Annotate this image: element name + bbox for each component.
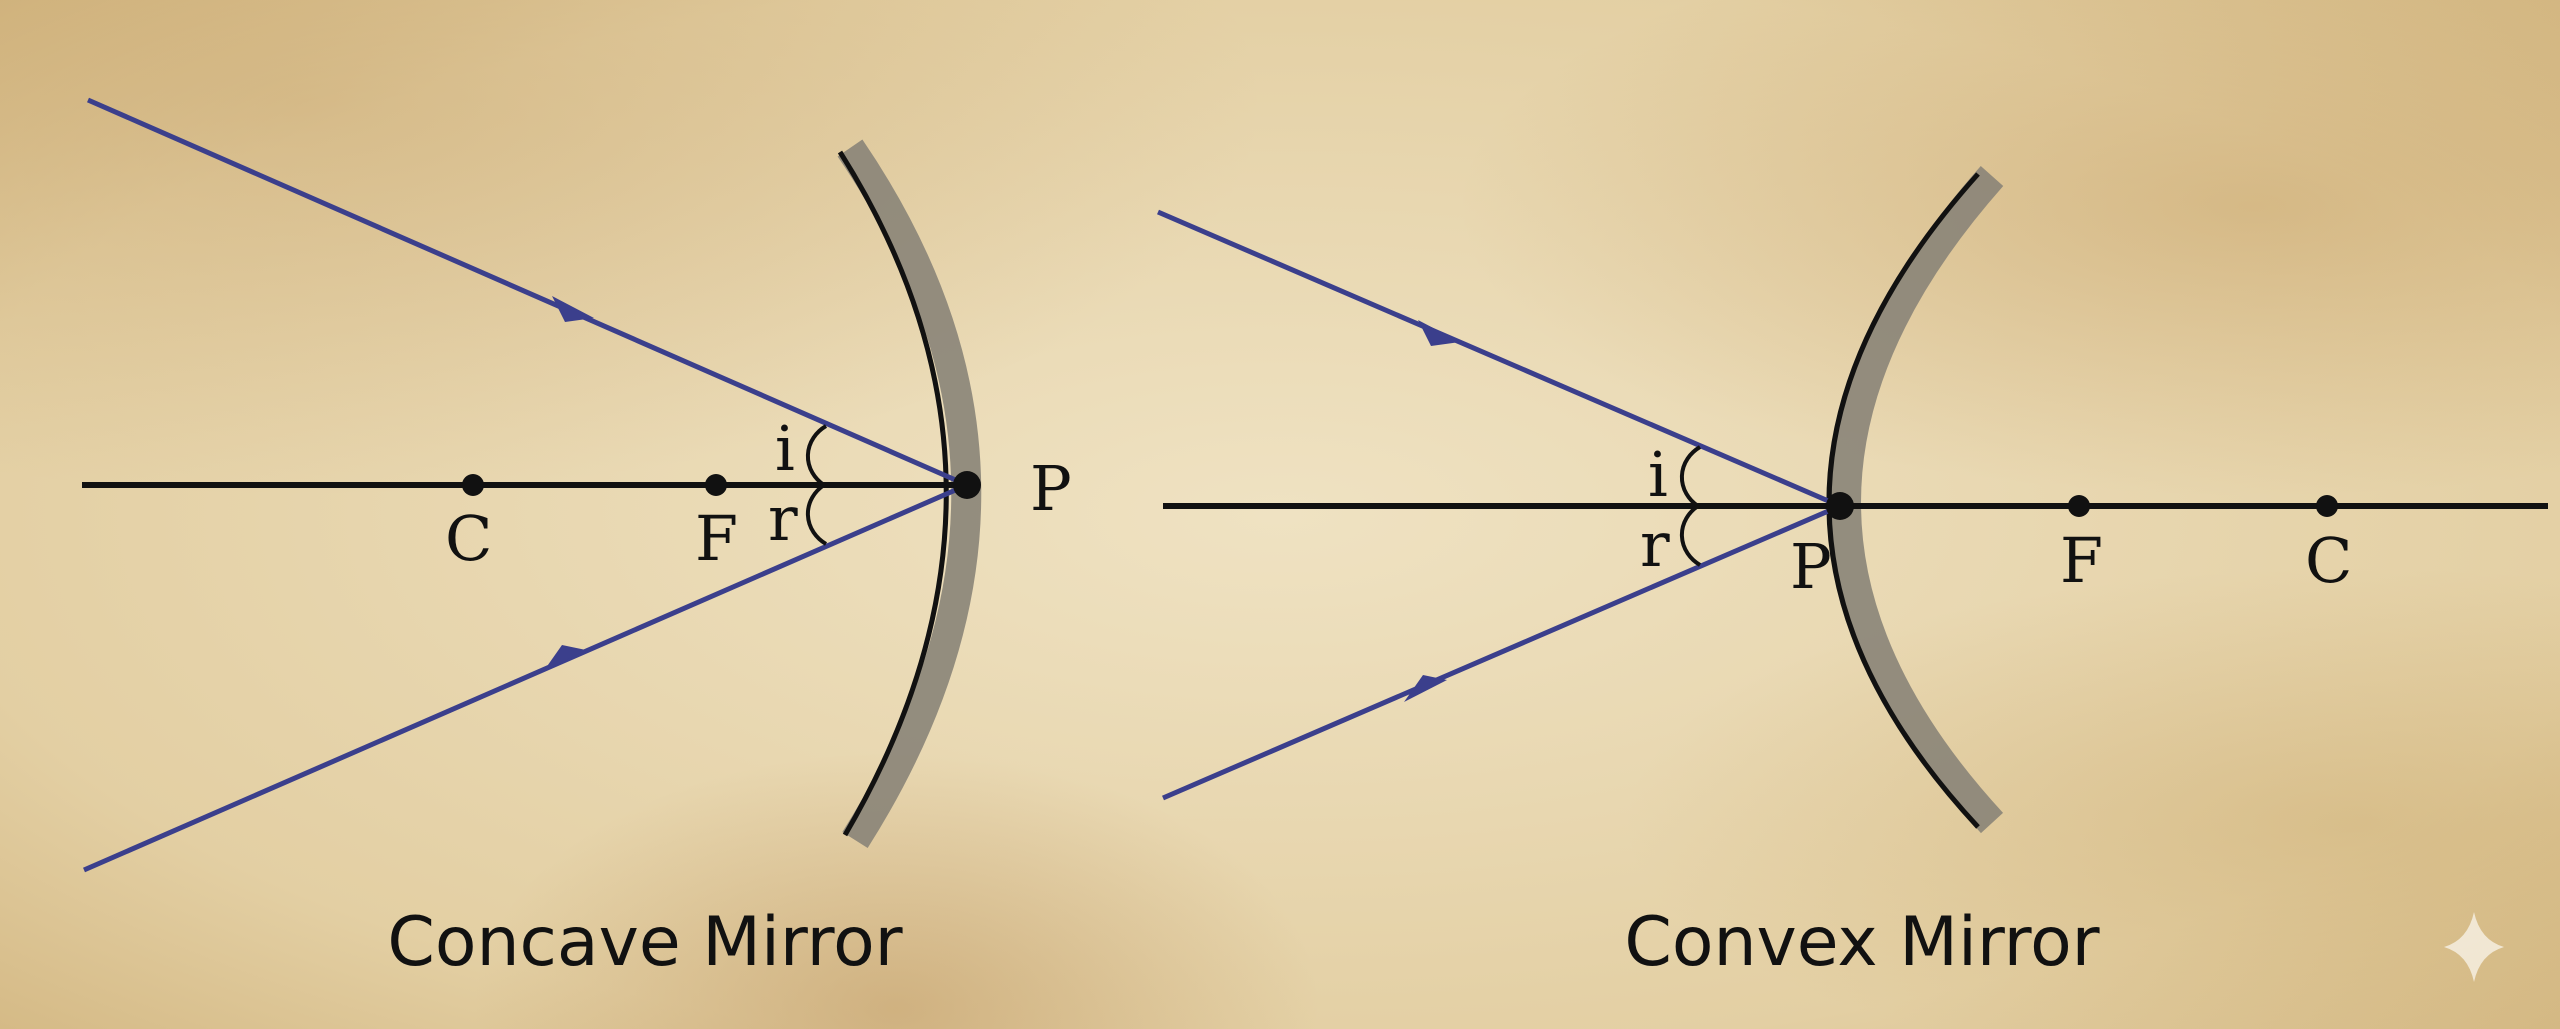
concave-angle-r-arc <box>805 483 828 546</box>
convex-label-i: i <box>1648 438 1668 511</box>
convex-reflected-ray <box>1162 503 1841 801</box>
concave-label-C: C <box>445 502 492 575</box>
convex-point-C <box>2316 495 2338 517</box>
convex-incident-ray <box>1157 209 1841 509</box>
convex-incident-arrow <box>1418 320 1460 346</box>
concave-angle-i-arc <box>805 424 828 487</box>
concave-label-P: P <box>1030 452 1072 525</box>
convex-label-r: r <box>1640 508 1670 581</box>
concave-label-r: r <box>768 482 798 555</box>
concave-point-C <box>462 474 484 496</box>
concave-reflected-arrow <box>543 645 586 672</box>
concave-incident-ray <box>86 97 969 488</box>
convex-point-P <box>1826 492 1854 520</box>
concave-reflected-ray <box>83 482 968 873</box>
concave-label-i: i <box>775 412 795 485</box>
sparkle-icon <box>2444 912 2504 982</box>
convex-label-P: P <box>1790 530 1832 603</box>
convex-label-C: C <box>2305 524 2352 597</box>
concave-mirror-surface <box>837 150 949 837</box>
convex-mirror-backing <box>1831 166 2004 834</box>
concave-label-F: F <box>695 502 738 575</box>
convex-reflected-arrow <box>1404 675 1447 702</box>
convex-caption: Convex Mirror <box>1624 903 2099 982</box>
convex-angle-i-arc <box>1679 445 1702 508</box>
convex-label-F: F <box>2060 524 2103 597</box>
concave-caption: Concave Mirror <box>387 903 902 982</box>
convex-mirror-diagram: i r P F C Convex Mirror <box>1157 166 2548 982</box>
concave-mirror-diagram: C F P i r Concave Mirror <box>82 97 1072 982</box>
concave-point-P <box>953 471 981 499</box>
convex-point-F <box>2068 495 2090 517</box>
concave-incident-arrow <box>552 296 594 322</box>
convex-angle-r-arc <box>1679 504 1702 567</box>
concave-point-F <box>705 474 727 496</box>
